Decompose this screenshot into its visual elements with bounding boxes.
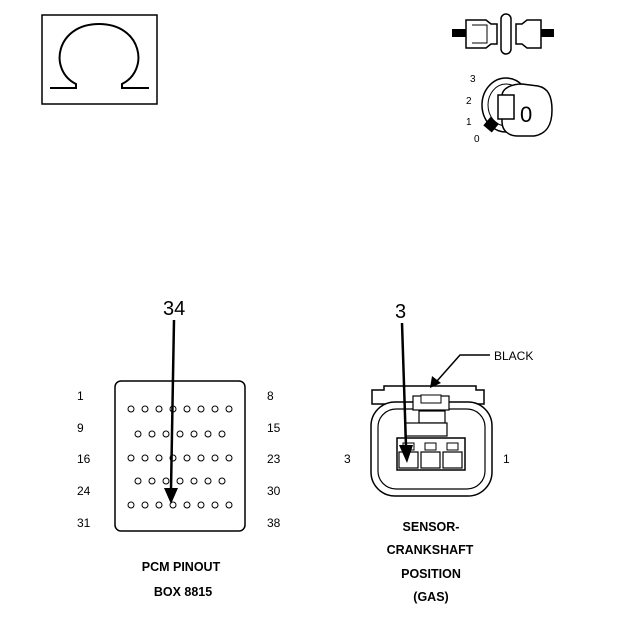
sensor-terminal-2 [420,451,441,469]
pcm-row-end-23: 23 [267,452,281,466]
pcm-pin-cavity [225,454,233,462]
pcm-pin-cavity [176,477,184,485]
pcm-pin-cavity [155,454,163,462]
pcm-pin-cavity [134,430,142,438]
pcm-pin-cavity [197,405,205,413]
pcm-pin-cavity [148,477,156,485]
pcm-row-start-1: 1 [77,389,84,403]
sensor-connector: BLACK 3 3 1 SENSOR- CRANKSHAFT POSITION … [344,301,533,604]
sensor-caption-line2: CRANKSHAFT [387,543,474,557]
pcm-pin-cavity [197,454,205,462]
sensor-caption-line1: SENSOR- [403,520,460,534]
pcm-callout-arrow [169,319,176,491]
pcm-callout-number: 34 [163,298,185,320]
sensor-caption-line3: POSITION [401,567,461,581]
pcm-row-start-24: 24 [77,484,91,498]
pcm-pin-cavity [155,501,163,509]
pcm-pin-cavity [134,477,142,485]
pcm-connector-body [114,380,246,532]
sensor-callout-arrowhead [399,445,413,463]
ignition-position-3: 3 [470,74,476,85]
pcm-pin-cavity [190,430,198,438]
pcm-pin-cavity [211,405,219,413]
sensor-right-pin-label: 1 [503,452,510,466]
pcm-pin-cavity [190,477,198,485]
pcm-pin-cavity [127,454,135,462]
ignition-position-0: 0 [474,134,480,145]
pcm-pin-cavity [127,501,135,509]
pcm-row-end-8: 8 [267,389,274,403]
color-leader-line [436,354,490,382]
color-leader-arrowhead [430,376,441,388]
omega-ohm-icon [41,14,158,105]
sensor-terminal-1 [442,451,463,469]
pcm-pin-cavity [141,454,149,462]
pcm-pin-cavity [141,501,149,509]
pcm-caption-line2: BOX 8815 [154,585,212,599]
pcm-pin-cavity [183,454,191,462]
pcm-pin-cavity [204,430,212,438]
pcm-pin-cavity [183,501,191,509]
pcm-pin-cavity [176,430,184,438]
pcm-pin-cavity [162,430,170,438]
pcm-pin-cavity [155,405,163,413]
pcm-pin-cavity [197,501,205,509]
pcm-pin-cavity [211,501,219,509]
pcm-row-start-16: 16 [77,452,91,466]
pcm-caption-line1: PCM PINOUT [142,560,221,574]
pcm-callout-arrowhead [164,488,178,504]
pcm-pin-cavity [141,405,149,413]
pcm-row-start-31: 31 [77,516,91,530]
pcm-pin-cavity [225,405,233,413]
pcm-pin-cavity [162,477,170,485]
pcm-row-end-15: 15 [267,421,281,435]
pcm-pin-cavity [148,430,156,438]
unplugged-connector-icon [452,13,554,55]
sensor-left-pin-label: 3 [344,452,351,466]
sensor-callout-arrow [400,322,408,447]
ignition-position-1: 1 [466,117,472,128]
ignition-key-icon: 3 2 1 0 0 [466,74,553,145]
pcm-pin-grid [127,405,233,509]
pcm-row-start-9: 9 [77,421,84,435]
pcm-pin-cavity [204,477,212,485]
pcm-pin-cavity [169,501,177,509]
pcm-pin-cavity [218,430,226,438]
wire-color-label: BLACK [494,349,533,363]
pcm-pin-cavity [225,501,233,509]
pcm-pin-cavity [183,405,191,413]
pcm-connector: 1 9 16 24 31 8 15 23 30 38 34 PCM PINOUT… [77,298,281,599]
ignition-key-label: 0 [520,102,532,127]
ignition-position-2: 2 [466,96,472,107]
pcm-row-end-30: 30 [267,484,281,498]
sensor-callout-number: 3 [395,301,406,323]
pcm-pin-cavity [127,405,135,413]
pcm-pin-cavity [211,454,219,462]
pcm-row-end-38: 38 [267,516,281,530]
sensor-caption-line4: (GAS) [413,590,448,604]
pcm-pin-cavity [218,477,226,485]
